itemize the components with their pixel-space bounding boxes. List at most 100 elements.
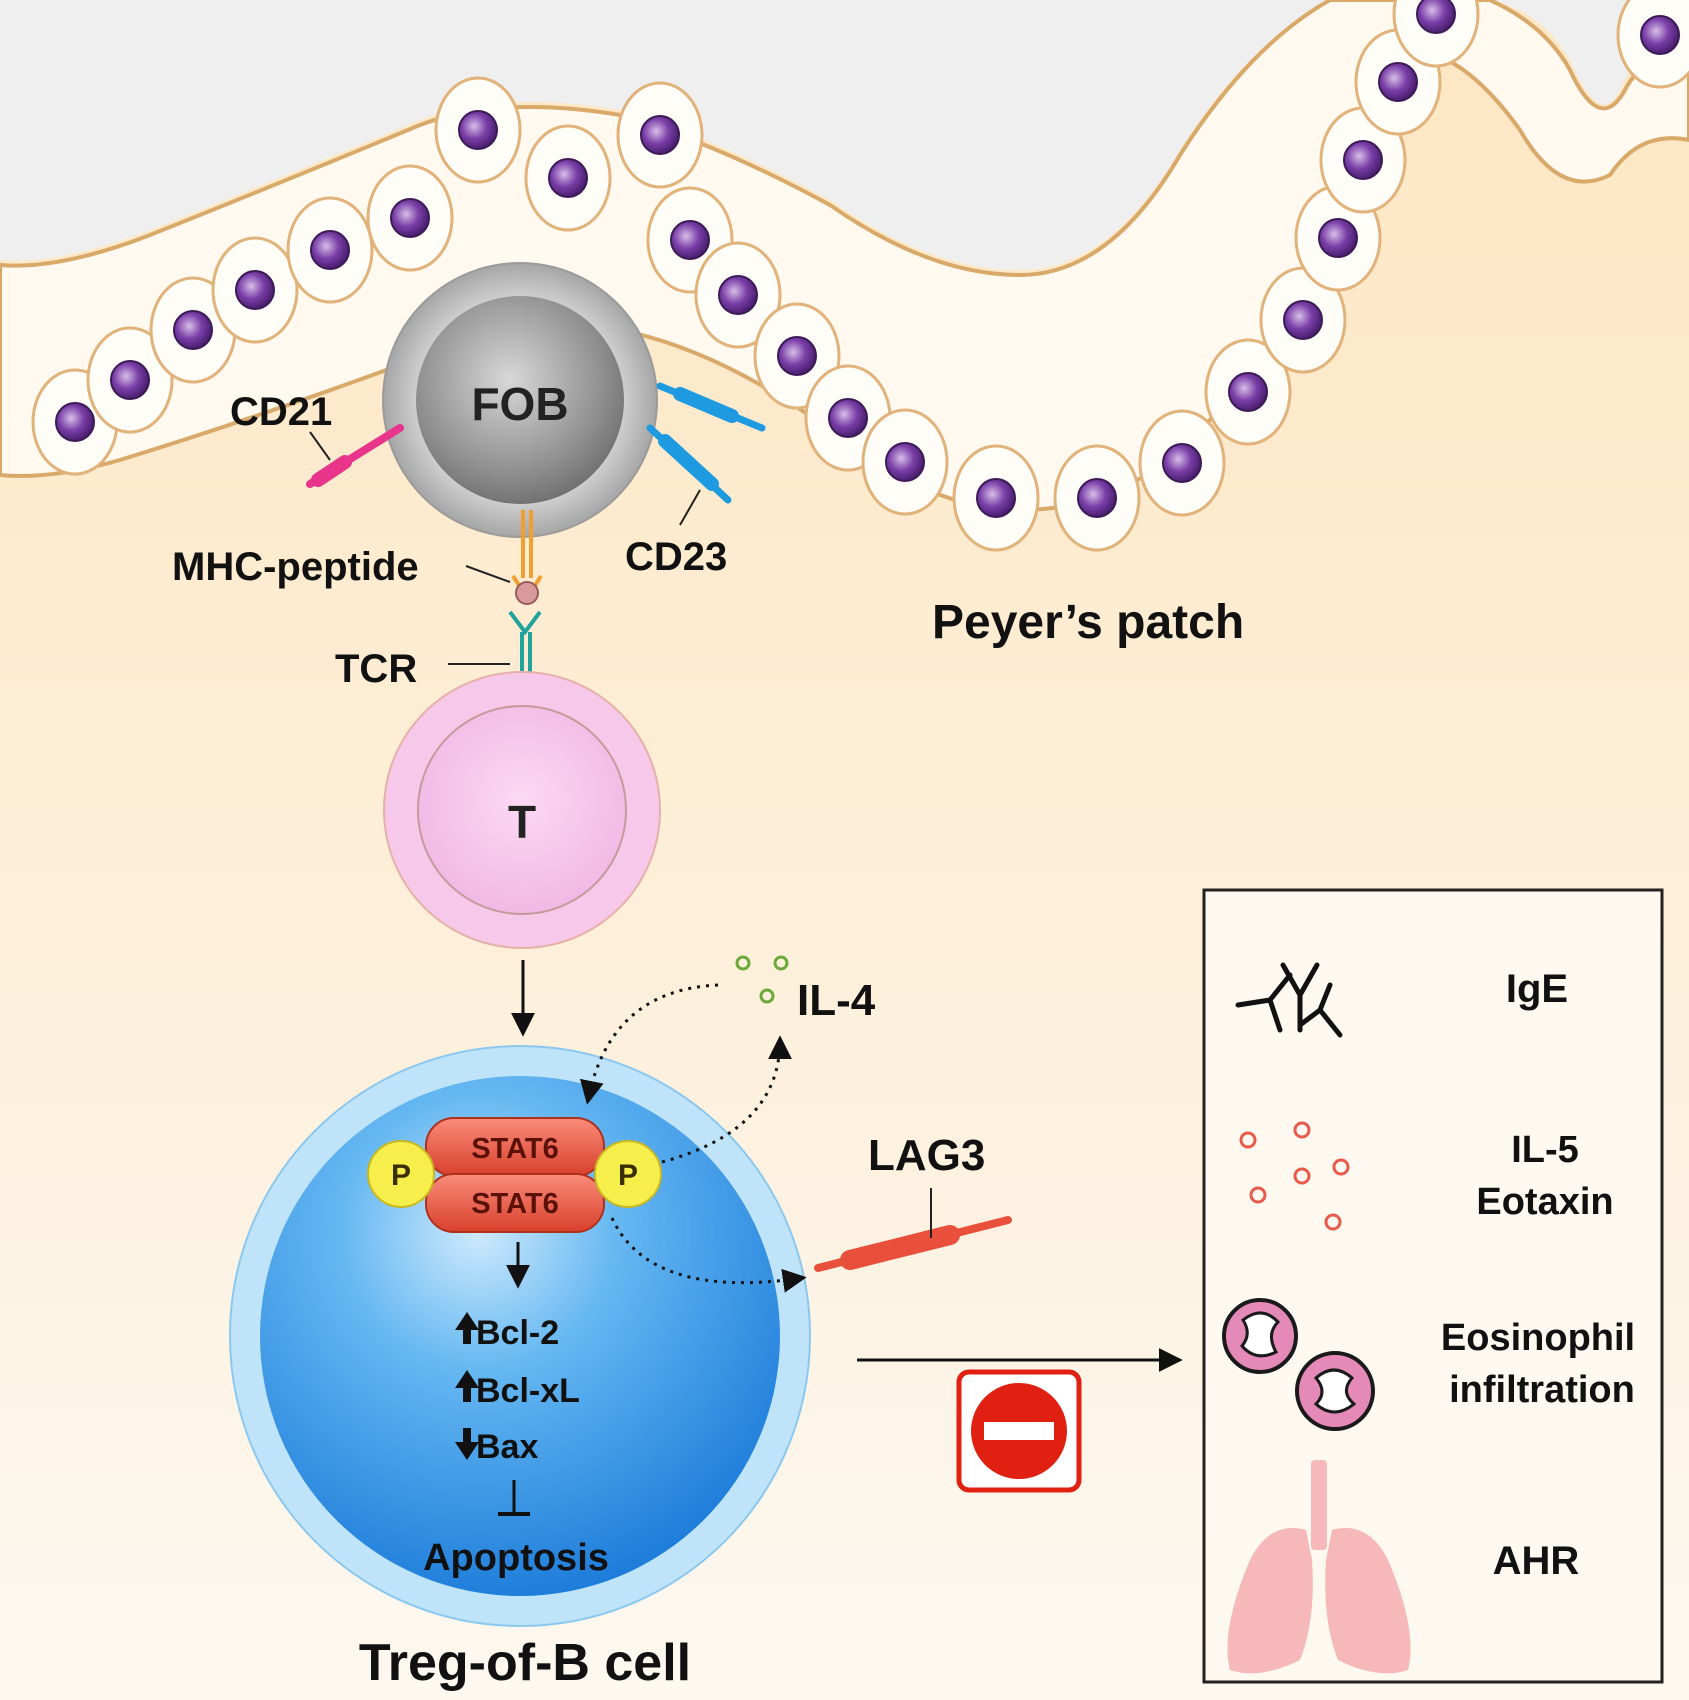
bcl2-row: Bcl-2 bbox=[455, 1312, 559, 1352]
eosinophil-icon bbox=[1222, 1298, 1375, 1431]
epithelial-cell bbox=[1204, 338, 1292, 446]
nucleus bbox=[458, 110, 498, 150]
nucleus bbox=[1162, 443, 1202, 483]
epithelial-cell bbox=[86, 326, 174, 434]
epithelial-cell bbox=[286, 196, 374, 304]
fob-label: FOB bbox=[471, 378, 568, 430]
epithelial-cell bbox=[1053, 444, 1141, 552]
nucleus bbox=[173, 310, 213, 350]
cd21-label: CD21 bbox=[230, 390, 332, 434]
stat6-bottom bbox=[425, 1173, 605, 1233]
il5-label: IL-5 bbox=[1511, 1129, 1579, 1171]
mhc-peptide-label: MHC-peptide bbox=[172, 545, 419, 589]
bax-label: Bax bbox=[476, 1428, 538, 1466]
nucleus bbox=[310, 230, 350, 270]
epithelial-cell bbox=[1138, 409, 1226, 517]
nucleus bbox=[1343, 140, 1383, 180]
il4-label: IL-4 bbox=[797, 976, 876, 1025]
nucleus bbox=[390, 198, 430, 238]
phospho-left bbox=[367, 1140, 435, 1208]
epithelial-cell bbox=[149, 276, 237, 384]
inhibit-icon bbox=[498, 1480, 530, 1516]
nucleus bbox=[976, 478, 1016, 518]
nucleus bbox=[1378, 62, 1418, 102]
phospho-left-label: P bbox=[391, 1159, 411, 1192]
bclxl-row: Bcl-xL bbox=[455, 1370, 580, 1410]
nucleus bbox=[1077, 478, 1117, 518]
epithelial-cell bbox=[211, 236, 299, 344]
il5-eotaxin-dots bbox=[1239, 1121, 1350, 1231]
ahr-label: AHR bbox=[1493, 1539, 1580, 1583]
nucleus bbox=[1318, 218, 1358, 258]
ige-icon bbox=[1235, 962, 1343, 1038]
mhc-leader bbox=[465, 565, 511, 583]
nucleus bbox=[235, 270, 275, 310]
t-cell-label: T bbox=[508, 796, 536, 848]
epithelial-cell bbox=[1259, 266, 1347, 374]
eotaxin-label: Eotaxin bbox=[1476, 1181, 1613, 1223]
nucleus bbox=[718, 275, 758, 315]
bcl2-label: Bcl-2 bbox=[476, 1314, 559, 1352]
nucleus bbox=[110, 360, 150, 400]
phospho-right bbox=[594, 1140, 662, 1208]
epithelium bbox=[0, 0, 1689, 552]
nucleus bbox=[777, 336, 817, 376]
no-entry-icon bbox=[956, 1369, 1082, 1493]
il4-to-stat6-arrow bbox=[580, 983, 719, 1105]
epithelial-cell bbox=[1319, 106, 1407, 214]
apoptosis-label: Apoptosis bbox=[423, 1537, 609, 1579]
epithelial-cell bbox=[366, 164, 454, 272]
nucleus bbox=[670, 220, 710, 260]
epithelial-cell bbox=[1392, 0, 1480, 68]
lungs-icon bbox=[1227, 1460, 1411, 1674]
cd23-receptor-lower bbox=[646, 424, 732, 504]
nucleus bbox=[1416, 0, 1456, 34]
infiltration-label: infiltration bbox=[1449, 1369, 1635, 1411]
fob-cell-core bbox=[416, 296, 624, 504]
lag3-receptor bbox=[814, 1216, 1012, 1272]
treg-of-b-label: Treg-of-B cell bbox=[359, 1634, 691, 1692]
epithelial-cell bbox=[861, 408, 949, 516]
up-arrow-icon bbox=[455, 1312, 479, 1344]
il4-molecules bbox=[735, 955, 789, 1004]
cd23-leader bbox=[679, 489, 701, 526]
peyers-patch-label: Peyer’s patch bbox=[932, 596, 1244, 649]
bclxl-label: Bcl-xL bbox=[476, 1372, 580, 1410]
intestinal-lumen bbox=[0, 0, 1689, 270]
fob-cell: FOB bbox=[382, 262, 658, 538]
nucleus bbox=[640, 115, 680, 155]
epithelial-cell bbox=[524, 124, 612, 232]
eosinophil-label: Eosinophil bbox=[1441, 1317, 1635, 1359]
epithelial-cell bbox=[952, 444, 1040, 552]
cd21-receptor bbox=[306, 424, 404, 488]
bax-row: Bax bbox=[455, 1428, 538, 1466]
nucleus bbox=[885, 442, 925, 482]
up-arrow-icon bbox=[455, 1370, 479, 1402]
mhc-peptide-complex bbox=[511, 510, 543, 605]
down-arrow-icon bbox=[455, 1428, 479, 1460]
cd21-leader bbox=[309, 431, 331, 461]
nucleus bbox=[55, 402, 95, 442]
stat6-top-label: STAT6 bbox=[471, 1133, 559, 1165]
epithelial-cell bbox=[434, 76, 522, 184]
stat6-to-il4-arrow bbox=[661, 1035, 792, 1164]
cd23-label: CD23 bbox=[625, 535, 727, 579]
t-cell-inner bbox=[417, 705, 627, 915]
stat6-dimer: STAT6 STAT6 P P bbox=[367, 1117, 662, 1233]
phospho-right-label: P bbox=[618, 1159, 638, 1192]
nucleus bbox=[1228, 372, 1268, 412]
epithelial-cell bbox=[1616, 0, 1689, 89]
nucleus bbox=[1640, 15, 1680, 55]
nucleus bbox=[548, 158, 588, 198]
nucleus bbox=[1283, 300, 1323, 340]
stat6-bottom-label: STAT6 bbox=[471, 1188, 559, 1220]
nucleus bbox=[828, 398, 868, 438]
cd23-receptor-upper bbox=[656, 382, 766, 432]
t-cell: T bbox=[383, 671, 661, 949]
ige-label: IgE bbox=[1506, 967, 1568, 1011]
epithelial-cell bbox=[616, 81, 704, 189]
epithelial-cell bbox=[694, 241, 782, 349]
tcr-label: TCR bbox=[335, 647, 417, 691]
